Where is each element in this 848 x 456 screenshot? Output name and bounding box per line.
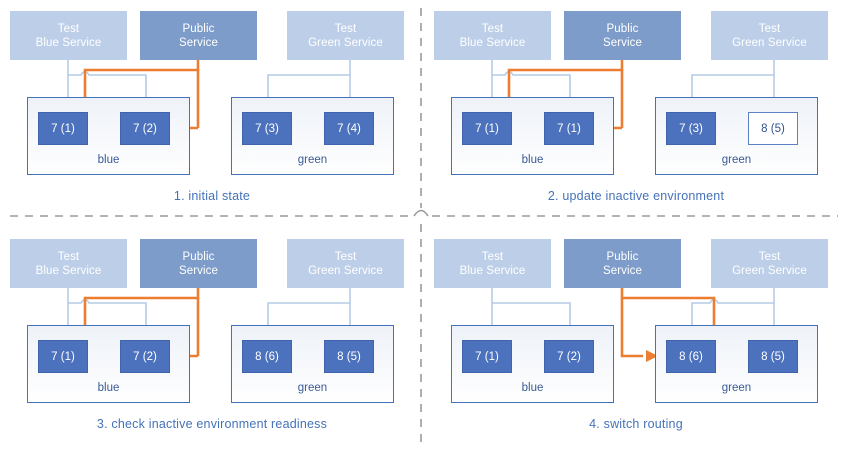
panel-caption: 2. update inactive environment [547, 189, 725, 203]
environment-label-blue: blue [521, 382, 544, 394]
service-box-test-blue: Test Blue Service [434, 239, 551, 288]
service-box-public: Public Service [140, 239, 257, 288]
service-label-line2: Blue Service [459, 36, 526, 49]
service-box-public: Public Service [564, 11, 681, 60]
panel-caption: 3. check inactive environment readiness [96, 417, 328, 431]
instance-box: 7 (2) [120, 112, 170, 145]
service-label-line1: Public [606, 22, 639, 35]
instance-box-new: 8 (5) [748, 112, 798, 145]
environment-label-green: green [297, 382, 328, 394]
service-label-line1: Test [481, 250, 504, 263]
service-label-line1: Public [606, 250, 639, 263]
service-label-line2: Service [602, 264, 643, 277]
service-label-line2: Service [178, 264, 219, 277]
environment-label-green: green [721, 382, 752, 394]
service-label-line2: Green Service [308, 264, 383, 277]
instance-box: 8 (5) [324, 340, 374, 373]
service-label-line2: Green Service [732, 36, 807, 49]
environment-label-blue: blue [97, 382, 120, 394]
instance-box: 7 (1) [38, 340, 88, 373]
environment-label-green: green [721, 154, 752, 166]
service-box-test-blue: Test Blue Service [10, 239, 127, 288]
instance-box: 7 (1) [38, 112, 88, 145]
instance-box: 7 (2) [120, 340, 170, 373]
instance-box: 7 (4) [324, 112, 374, 145]
service-label-line2: Green Service [308, 36, 383, 49]
panel-check-inactive-environment-readiness: Test Blue Service Public Service Test Gr… [0, 228, 424, 456]
service-box-test-blue: Test Blue Service [10, 11, 127, 60]
instance-box: 8 (6) [666, 340, 716, 373]
service-label-line2: Service [178, 36, 219, 49]
service-box-test-green: Test Green Service [711, 11, 828, 60]
panel-caption: 1. initial state [173, 189, 251, 203]
service-label-line2: Green Service [732, 264, 807, 277]
service-label-line1: Test [758, 22, 781, 35]
service-box-test-green: Test Green Service [287, 239, 404, 288]
service-label-line2: Service [602, 36, 643, 49]
service-label-line2: Blue Service [35, 36, 102, 49]
service-box-test-green: Test Green Service [287, 11, 404, 60]
instance-box: 7 (1) [462, 340, 512, 373]
instance-box: 7 (1) [544, 112, 594, 145]
environment-label-blue: blue [97, 154, 120, 166]
panel-initial-state: Test Blue Service Public Service Test Gr… [0, 0, 424, 228]
service-label-line1: Test [481, 22, 504, 35]
instance-box: 7 (1) [462, 112, 512, 145]
environment-label-blue: blue [521, 154, 544, 166]
service-label-line1: Test [334, 22, 357, 35]
service-box-public: Public Service [564, 239, 681, 288]
instance-box: 7 (2) [544, 340, 594, 373]
instance-box: 8 (6) [242, 340, 292, 373]
service-box-test-blue: Test Blue Service [434, 11, 551, 60]
service-label-line1: Public [182, 250, 215, 263]
service-box-public: Public Service [140, 11, 257, 60]
environment-label-green: green [297, 154, 328, 166]
instance-box: 7 (3) [666, 112, 716, 145]
service-label-line2: Blue Service [35, 264, 102, 277]
instance-box: 7 (3) [242, 112, 292, 145]
panel-switch-routing: Test Blue Service Public Service Test Gr… [424, 228, 848, 456]
service-label-line1: Test [57, 250, 80, 263]
instance-box: 8 (5) [748, 340, 798, 373]
service-label-line1: Test [758, 250, 781, 263]
service-label-line1: Test [57, 22, 80, 35]
service-label-line2: Blue Service [459, 264, 526, 277]
panel-update-inactive-environment: Test Blue Service Public Service Test Gr… [424, 0, 848, 228]
service-label-line1: Test [334, 250, 357, 263]
service-label-line1: Public [182, 22, 215, 35]
panel-caption: 4. switch routing [589, 417, 683, 431]
service-box-test-green: Test Green Service [711, 239, 828, 288]
